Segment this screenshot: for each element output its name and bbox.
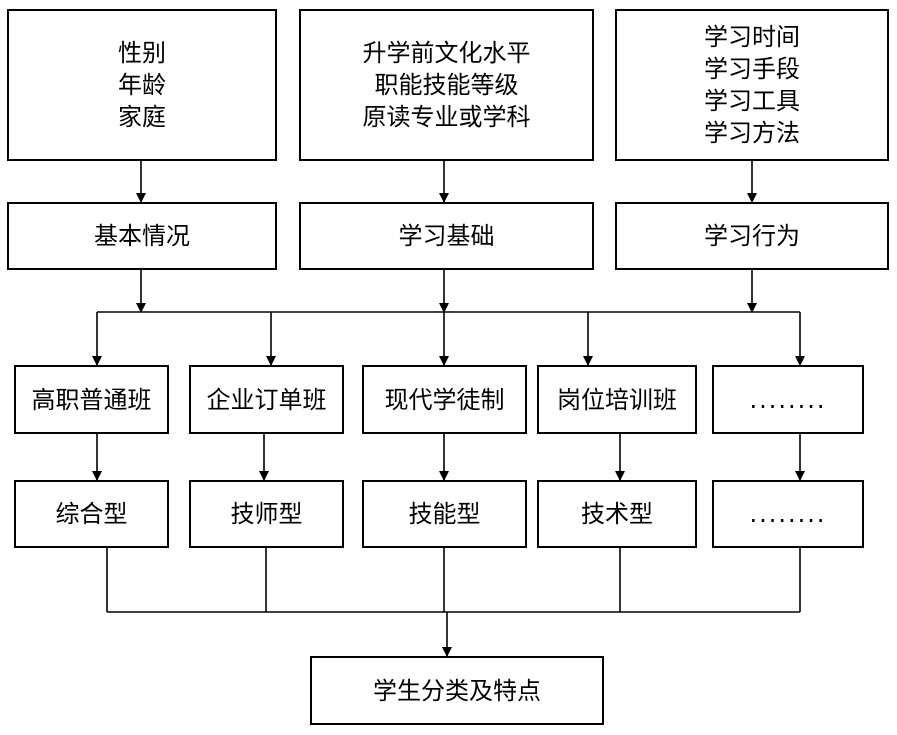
text-study-methods: 学习方法 bbox=[704, 119, 800, 147]
box-basic-info: 基本情况 bbox=[7, 202, 277, 270]
text-prior-education-level: 升学前文化水平 bbox=[362, 39, 531, 67]
text-study-time: 学习时间 bbox=[704, 23, 800, 51]
label-class-order: 企业订单班 bbox=[206, 385, 327, 414]
text-study-means: 学习手段 bbox=[704, 55, 800, 83]
text-family: 家庭 bbox=[118, 103, 166, 131]
box-learning-behavior: 学习行为 bbox=[615, 202, 889, 270]
box-class-order: 企业订单班 bbox=[189, 365, 344, 434]
label-learning-foundation: 学习基础 bbox=[398, 222, 495, 250]
box-class-job-training: 岗位培训班 bbox=[537, 365, 697, 434]
label-class-more: ........ bbox=[749, 385, 827, 414]
text-age: 年龄 bbox=[118, 71, 166, 99]
box-type-technical: 技术型 bbox=[537, 480, 697, 548]
box-learning-foundation: 学习基础 bbox=[299, 202, 594, 270]
label-type-skilled: 技能型 bbox=[408, 500, 481, 528]
label-result: 学生分类及特点 bbox=[373, 676, 541, 705]
box-type-comprehensive: 综合型 bbox=[14, 480, 169, 548]
box-class-regular: 高职普通班 bbox=[14, 365, 169, 434]
label-class-job-training: 岗位培训班 bbox=[557, 385, 677, 414]
box-type-more: ........ bbox=[712, 480, 864, 548]
label-type-technician: 技师型 bbox=[230, 500, 303, 528]
label-learning-behavior: 学习行为 bbox=[704, 222, 800, 250]
box-personal-details: 性别 年龄 家庭 bbox=[7, 9, 277, 161]
box-type-skilled: 技能型 bbox=[362, 480, 527, 548]
box-class-more: ........ bbox=[712, 365, 864, 434]
text-original-major: 原读专业或学科 bbox=[362, 103, 531, 131]
label-class-regular: 高职普通班 bbox=[31, 385, 152, 414]
text-study-tools: 学习工具 bbox=[704, 87, 800, 115]
box-result: 学生分类及特点 bbox=[310, 656, 604, 725]
box-class-apprenticeship: 现代学徒制 bbox=[362, 365, 527, 434]
box-type-technician: 技师型 bbox=[189, 480, 344, 548]
label-class-apprenticeship: 现代学徒制 bbox=[384, 385, 505, 414]
label-type-more: ........ bbox=[749, 500, 827, 528]
label-type-technical: 技术型 bbox=[581, 500, 653, 528]
text-vocational-skill-level: 职能技能等级 bbox=[374, 71, 519, 99]
label-basic-info: 基本情况 bbox=[94, 222, 190, 250]
label-type-comprehensive: 综合型 bbox=[55, 500, 128, 528]
box-learning-foundation-details: 升学前文化水平 职能技能等级 原读专业或学科 bbox=[299, 9, 594, 161]
text-gender: 性别 bbox=[118, 39, 166, 67]
box-learning-behavior-details: 学习时间 学习手段 学习工具 学习方法 bbox=[615, 9, 889, 161]
